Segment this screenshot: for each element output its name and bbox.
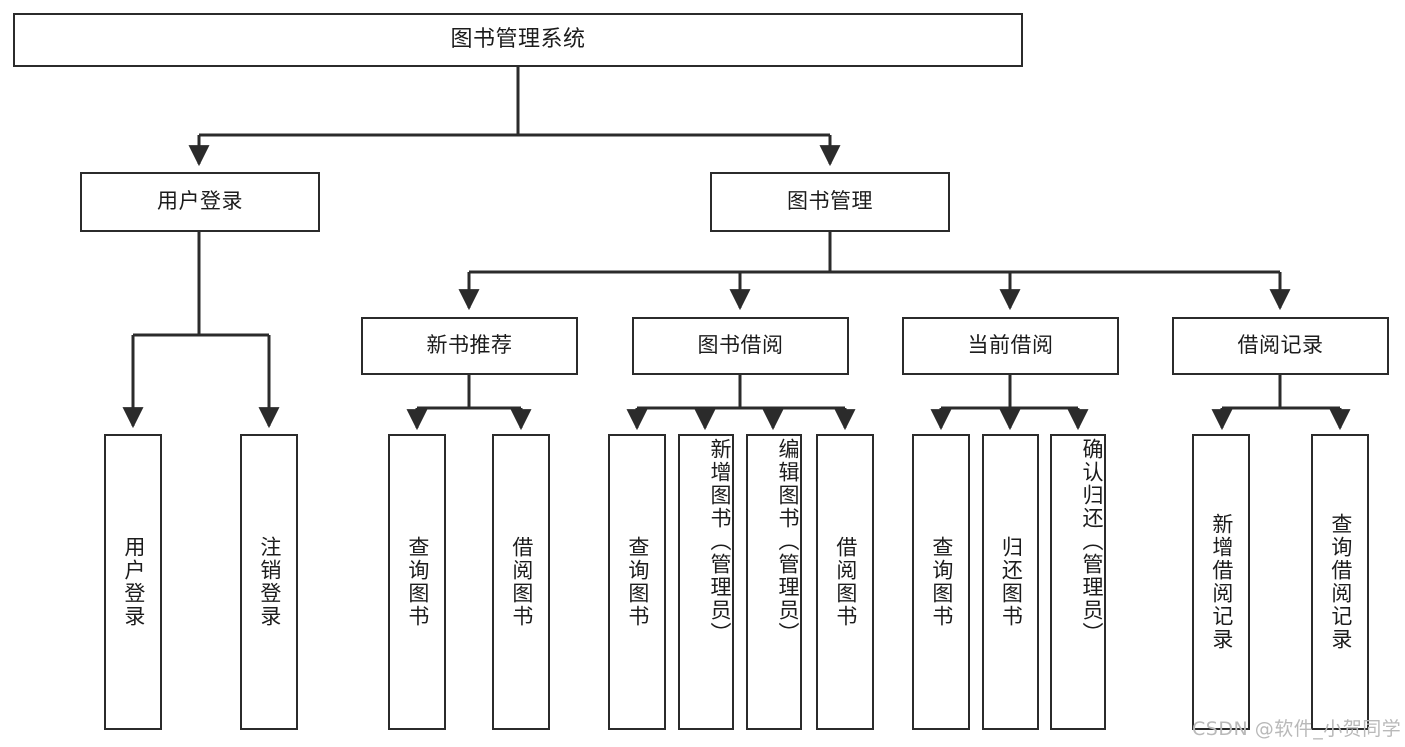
leaf-label: 新增图书（管理员） <box>708 438 732 645</box>
leaf-node-query-book-2[interactable]: 查询图书 <box>608 434 666 730</box>
leaf-node-query-book-1[interactable]: 查询图书 <box>388 434 446 730</box>
csdn-watermark: CSDN @软件_小贺同学 <box>1192 718 1402 740</box>
leaf-node-user-login[interactable]: 用户登录 <box>104 434 162 730</box>
leaf-label: 归还图书 <box>999 536 1024 628</box>
leaf-label: 注销登录 <box>257 536 282 628</box>
leaf-node-return-book[interactable]: 归还图书 <box>982 434 1039 730</box>
leaf-label: 借阅图书 <box>833 536 858 628</box>
leaf-node-add-book[interactable]: 新增图书（管理员） <box>678 434 734 730</box>
leaf-node-add-record[interactable]: 新增借阅记录 <box>1192 434 1250 730</box>
leaf-label: 新增借阅记录 <box>1209 513 1234 651</box>
leaf-node-edit-book[interactable]: 编辑图书（管理员） <box>746 434 802 730</box>
leaf-label: 查询图书 <box>405 536 430 628</box>
leaf-label: 借阅图书 <box>509 536 534 628</box>
leaf-label: 确认归还（管理员） <box>1080 438 1104 645</box>
leaf-node-query-book-3[interactable]: 查询图书 <box>912 434 970 730</box>
leaf-label: 编辑图书（管理员） <box>776 438 800 645</box>
node-current-borrow[interactable]: 当前借阅 <box>902 317 1119 375</box>
leaf-label: 查询图书 <box>929 536 954 628</box>
node-book-borrow[interactable]: 图书借阅 <box>632 317 849 375</box>
leaf-label: 查询图书 <box>625 536 650 628</box>
node-user-login[interactable]: 用户登录 <box>80 172 320 232</box>
leaf-node-borrow-book-1[interactable]: 借阅图书 <box>492 434 550 730</box>
leaf-label: 用户登录 <box>121 536 146 628</box>
node-borrow-record[interactable]: 借阅记录 <box>1172 317 1389 375</box>
node-root-system[interactable]: 图书管理系统 <box>13 13 1023 67</box>
leaf-node-query-record[interactable]: 查询借阅记录 <box>1311 434 1369 730</box>
leaf-node-confirm-return[interactable]: 确认归还（管理员） <box>1050 434 1106 730</box>
leaf-node-borrow-book-2[interactable]: 借阅图书 <box>816 434 874 730</box>
node-book-management[interactable]: 图书管理 <box>710 172 950 232</box>
node-new-book-recommend[interactable]: 新书推荐 <box>361 317 578 375</box>
leaf-label: 查询借阅记录 <box>1328 513 1353 651</box>
leaf-node-user-logout[interactable]: 注销登录 <box>240 434 298 730</box>
